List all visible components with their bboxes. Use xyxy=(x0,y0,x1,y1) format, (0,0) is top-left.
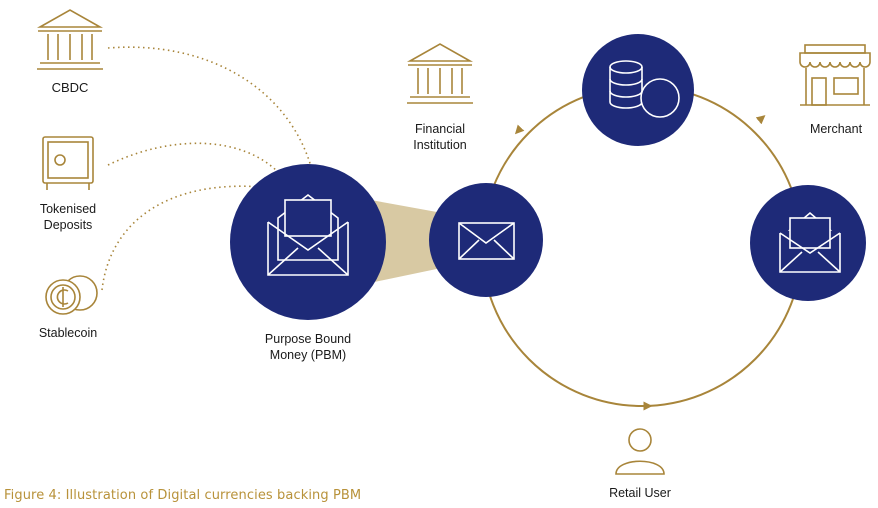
financial-institution-line1: Financial xyxy=(414,122,466,136)
arrow-to-merchant xyxy=(755,115,766,125)
coin-icon xyxy=(45,275,98,315)
pbm-circle xyxy=(230,164,386,320)
pbm-label-line1: Purpose Bound xyxy=(264,332,352,346)
bank-icon xyxy=(406,43,474,104)
deposits-connector xyxy=(107,142,279,173)
bank-icon xyxy=(36,9,104,70)
figure-caption: Figure 4: Illustration of Digital curren… xyxy=(4,488,362,503)
retail-user-label: Retail User xyxy=(609,486,671,500)
tokenised-deposits-line2: Deposits xyxy=(43,218,93,232)
merchant-label: Merchant xyxy=(809,122,863,136)
envelope-icon xyxy=(267,193,349,276)
financial-institution-line2: Institution xyxy=(413,138,467,152)
envelope-node-left xyxy=(429,183,543,297)
coins-node xyxy=(582,34,694,146)
cbdc-connector xyxy=(107,46,313,171)
pbm-label: Purpose Bound Money (PBM) xyxy=(240,331,376,363)
envelope-icon xyxy=(458,222,515,260)
pbm-label-line2: Money (PBM) xyxy=(269,348,347,362)
arrow-to-fi xyxy=(514,124,525,135)
stablecoin-label: Stablecoin xyxy=(38,326,98,340)
financial-institution-label: Financial Institution xyxy=(390,121,490,153)
tokenised-deposits-line1: Tokenised xyxy=(39,202,97,216)
person-icon xyxy=(615,428,665,475)
tokenised-deposits-label: Tokenised Deposits xyxy=(22,201,114,233)
storefront-icon xyxy=(799,44,871,106)
envelope-icon xyxy=(779,211,841,273)
coins-icon xyxy=(609,60,680,118)
safe-icon xyxy=(42,136,94,190)
cbdc-label: CBDC xyxy=(51,80,89,95)
stablecoin-connector xyxy=(101,185,263,291)
